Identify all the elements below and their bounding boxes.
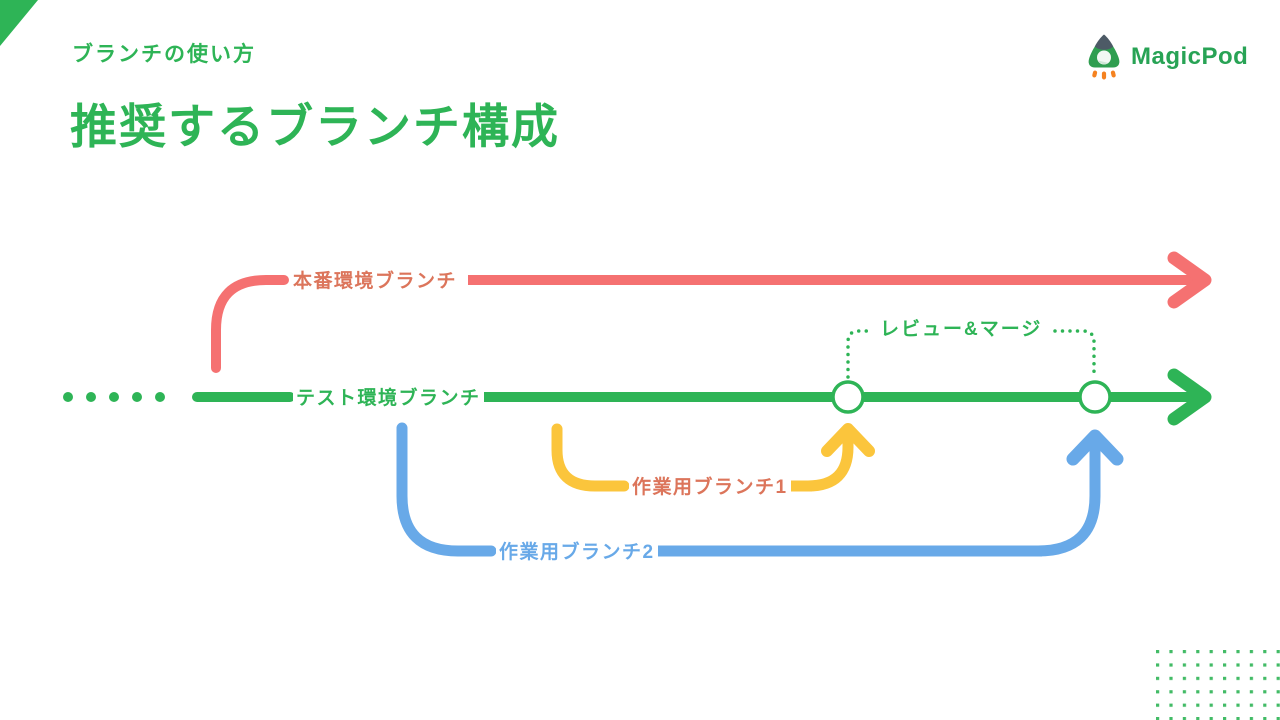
production-branch-arrowhead: [1167, 251, 1212, 309]
dot-grid-decoration: [1156, 650, 1280, 720]
label-test-branch: テスト環境ブランチ: [293, 382, 484, 410]
label-work-branch-2: 作業用ブランチ2: [496, 536, 658, 564]
production-branch-line: [211, 251, 1212, 373]
review-merge-dotted-connectors: [846, 329, 1096, 379]
rocket-icon: [1088, 34, 1120, 80]
label-work-branch-1: 作業用ブランチ1: [629, 471, 791, 499]
history-commit-dots: [63, 392, 165, 402]
work-branch-1-line: [551, 423, 875, 492]
slide-title: 推奨するブランチ構成: [70, 100, 560, 153]
work-branch-2-line: [396, 422, 1124, 557]
label-review-merge: レビュー&マージ: [880, 318, 1043, 340]
corner-triangle-decoration: [0, 0, 38, 46]
slide-kicker: ブランチの使い方: [72, 43, 256, 66]
merge-commit-node-2: [1078, 380, 1112, 414]
work-branch-2-merge-arrowhead: [1066, 429, 1124, 466]
test-branch-arrowhead: [1167, 368, 1212, 426]
work-branch-1-merge-arrowhead: [821, 423, 875, 457]
logo-wordmark: MagicPod: [1131, 42, 1249, 70]
label-production-branch: 本番環境ブランチ: [290, 265, 461, 293]
magicpod-logo: MagicPod: [1084, 33, 1248, 80]
dotted-connector-left: [846, 329, 869, 379]
dotted-connector-right: [1053, 329, 1096, 379]
merge-commit-node-1: [831, 380, 865, 414]
